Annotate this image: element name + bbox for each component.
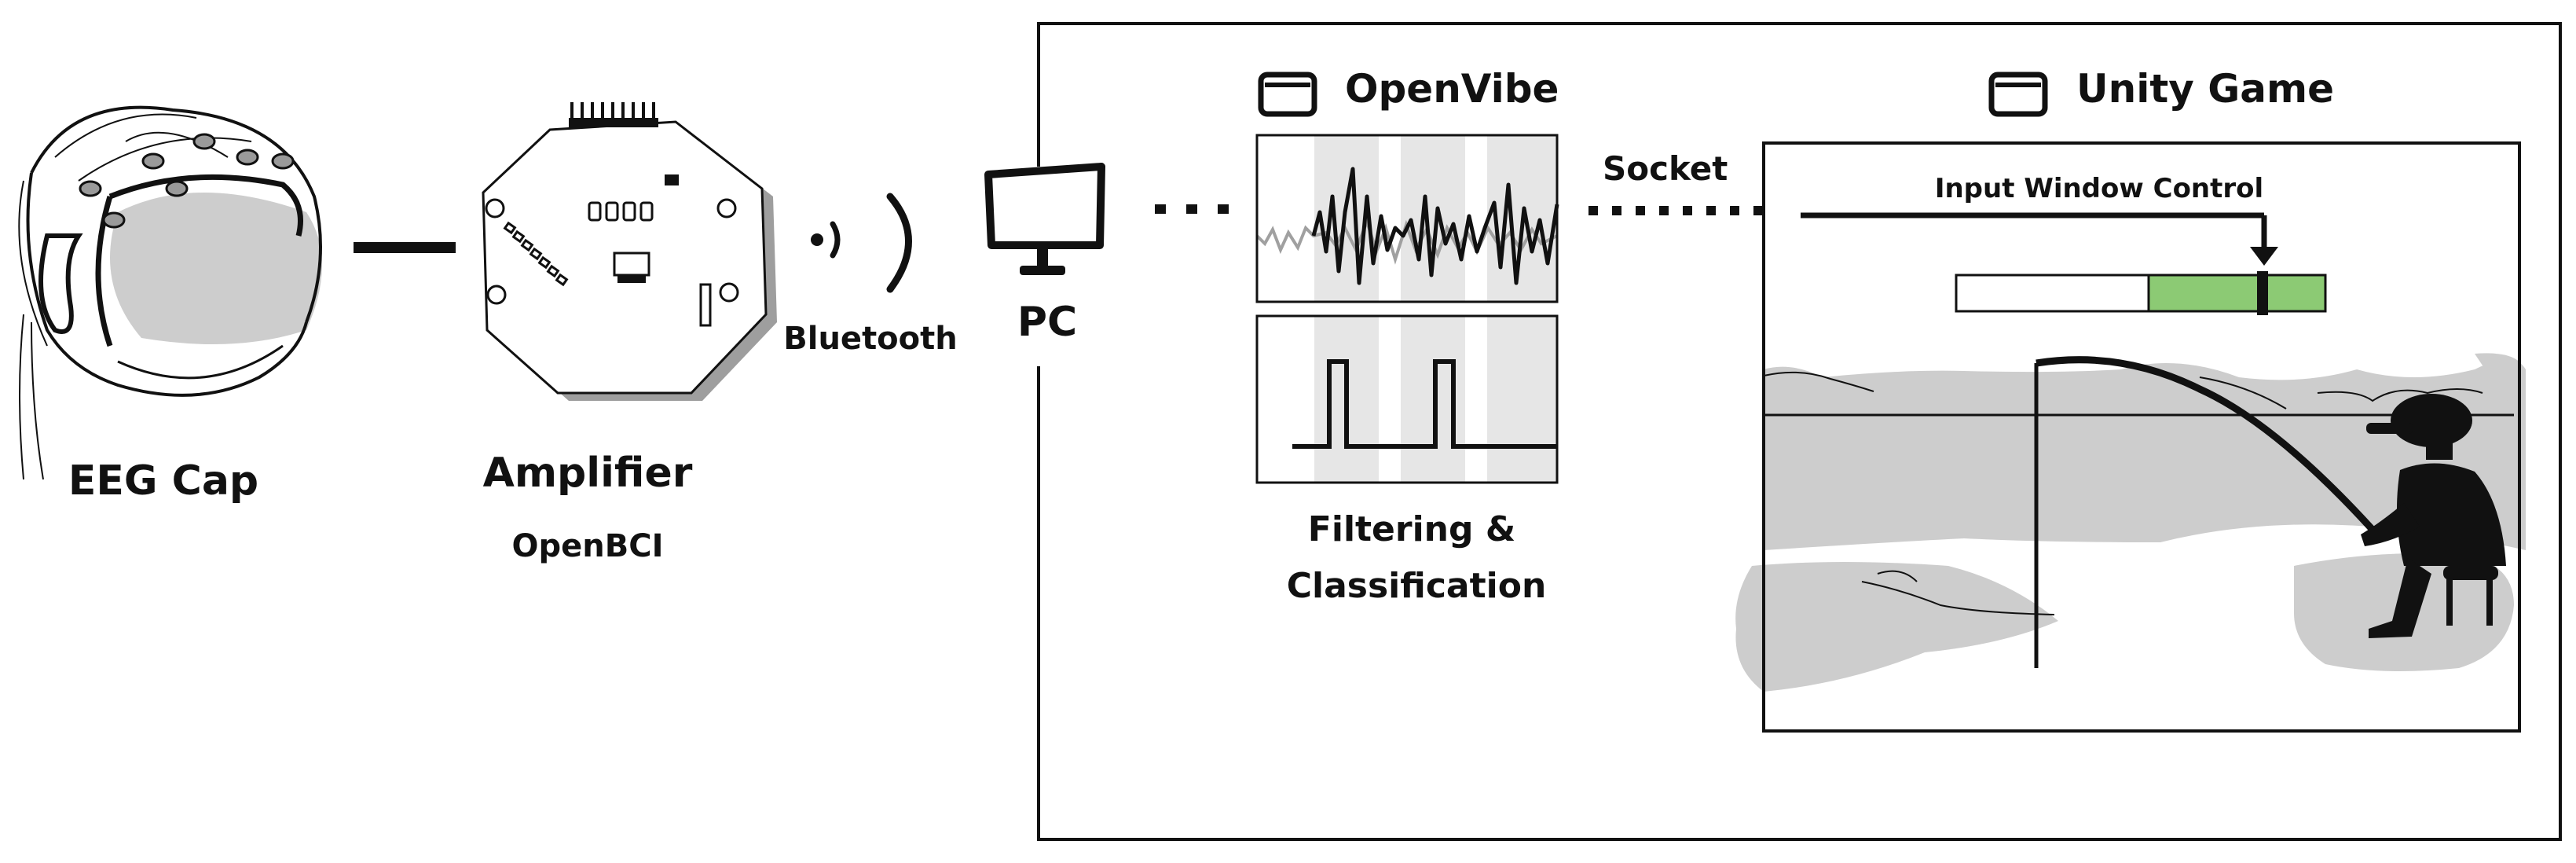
- input-window-active-zone: [2147, 274, 2327, 313]
- socket-label: Socket: [1603, 149, 1728, 188]
- bluetooth-label: Bluetooth: [783, 321, 958, 357]
- eeg-cap-illustration: [18, 105, 322, 480]
- openvibe-caption-line2: Classification: [1286, 566, 1547, 606]
- eeg-cap-label: EEG Cap: [68, 457, 259, 505]
- unity-game-panel: [1735, 141, 2526, 733]
- monitor-icon: [984, 163, 1105, 275]
- pc-label: PC: [1017, 299, 1078, 346]
- input-control-arrowhead: [2250, 247, 2278, 266]
- bluetooth-signal-icon: [811, 193, 912, 293]
- socket-link: [1588, 206, 1763, 215]
- filtered-signal-trace: [1311, 167, 1559, 285]
- amplifier-label: Amplifier: [482, 450, 693, 497]
- class-band: [1487, 316, 1557, 483]
- input-window-control-label: Input Window Control: [1934, 173, 2264, 204]
- class-output-trace: [1292, 359, 1557, 449]
- pc-frame: [1037, 22, 2562, 841]
- unity-window-icon: [1988, 72, 2048, 117]
- openvibe-caption-line1: Filtering &: [1307, 509, 1516, 549]
- openvibe-title: OpenVibe: [1345, 66, 1559, 112]
- amplifier-board-illustration: [482, 102, 777, 401]
- signal-plot-panel: [1255, 134, 1559, 303]
- unity-title: Unity Game: [2076, 66, 2335, 112]
- openvibe-window-icon: [1258, 72, 1317, 117]
- fishing-rod: [2036, 356, 2384, 542]
- input-window-marker: [2257, 271, 2268, 315]
- fisherman-silhouette: [2361, 394, 2506, 638]
- classification-plot-panel: [1255, 314, 1559, 484]
- pc-openvibe-link: [1155, 204, 1229, 214]
- amplifier-sublabel: OpenBCI: [511, 528, 664, 564]
